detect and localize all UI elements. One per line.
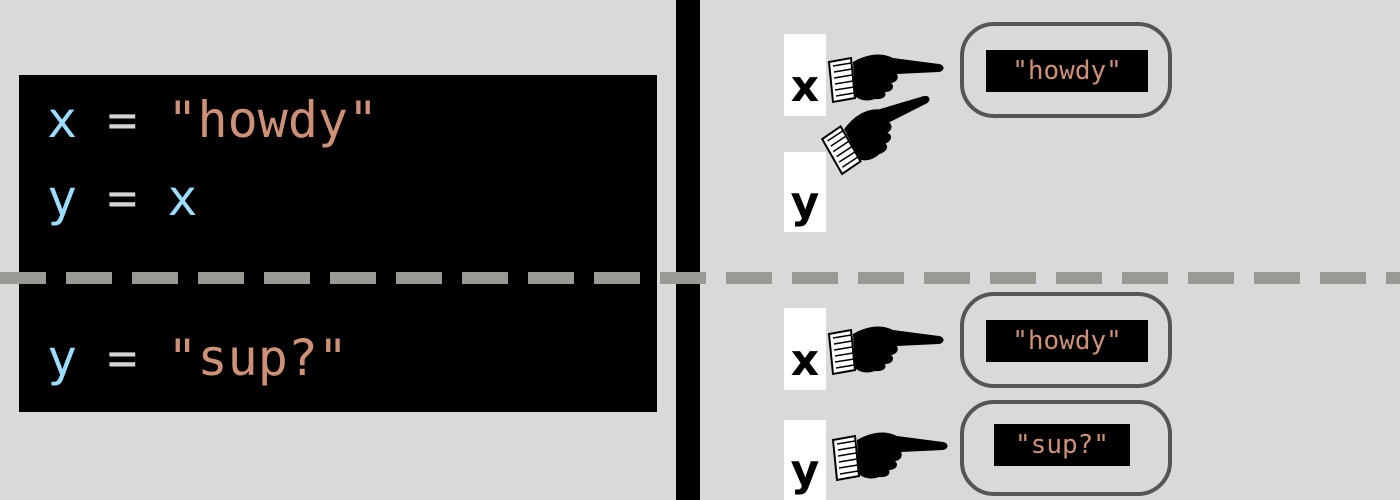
- code-var: y: [47, 329, 78, 387]
- code-var: y: [47, 169, 78, 227]
- vertical-divider: [676, 0, 700, 500]
- code-line-3: y = "sup?": [47, 333, 348, 383]
- code-string: "howdy": [167, 91, 379, 149]
- code-string: "sup?": [167, 329, 349, 387]
- code-operator: =: [77, 91, 168, 149]
- code-line-1: x = "howdy": [47, 95, 378, 145]
- code-var: x: [47, 91, 78, 149]
- code-operator: =: [77, 329, 168, 387]
- pointing-hand-icon: [826, 320, 948, 380]
- code-line-2: y = x: [47, 173, 198, 223]
- variable-x-label: x: [784, 308, 826, 390]
- variable-y-label: y: [784, 420, 826, 500]
- value-bubble: [960, 400, 1172, 496]
- value-bubble: [960, 292, 1172, 388]
- value-bubble: [960, 22, 1172, 118]
- pointing-hand-icon: [830, 426, 952, 486]
- code-ref: x: [167, 169, 198, 227]
- code-operator: =: [77, 169, 168, 227]
- dashed-divider: [0, 272, 1400, 284]
- code-panel: x = "howdy" y = x y = "sup?": [19, 75, 657, 412]
- value-text: "sup?": [994, 424, 1130, 466]
- value-text: "howdy": [986, 50, 1148, 92]
- variable-y-label: y: [784, 152, 826, 232]
- value-text: "howdy": [986, 320, 1148, 362]
- variable-x-label: x: [784, 34, 826, 116]
